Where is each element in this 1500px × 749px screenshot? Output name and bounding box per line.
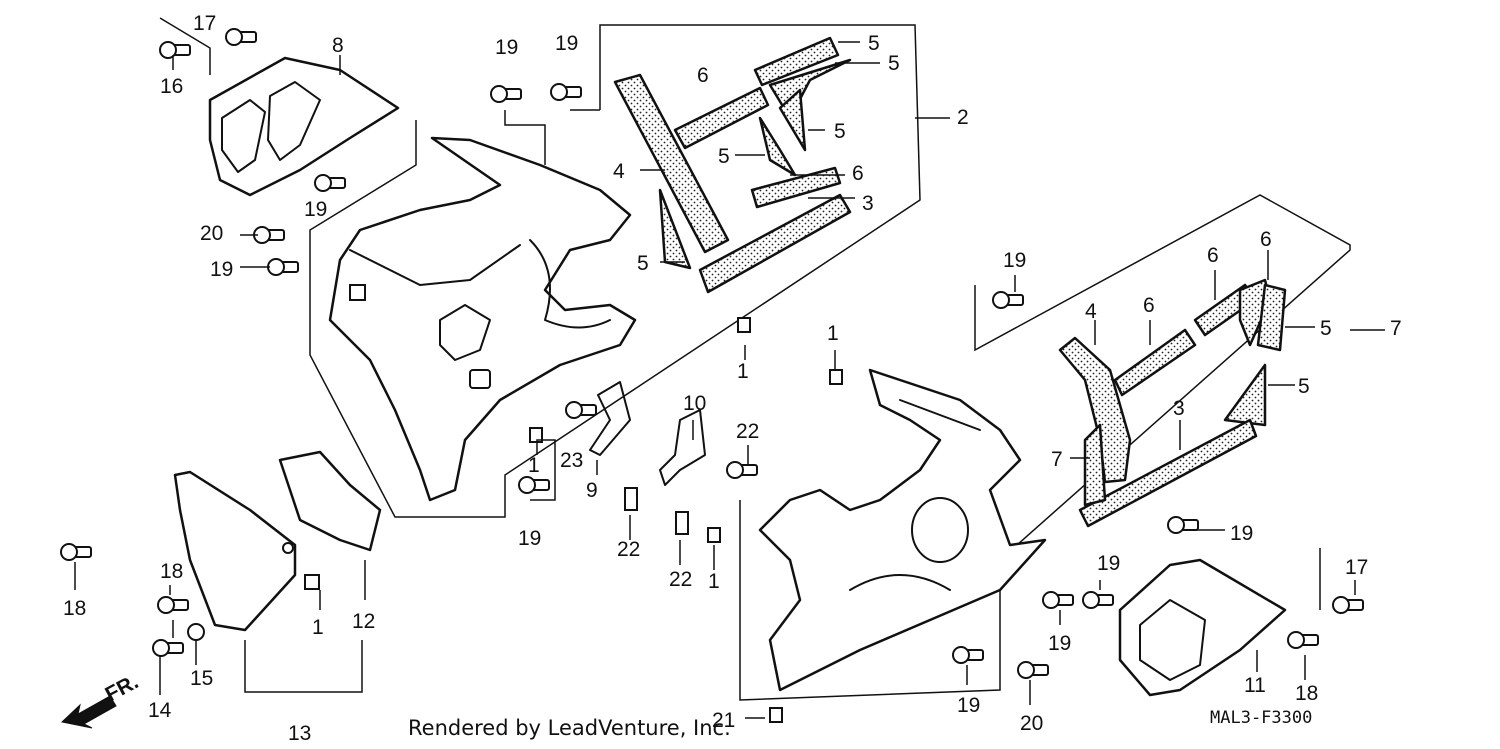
callout-number: 17 (1345, 556, 1368, 579)
callout-number: 19 (1230, 522, 1253, 545)
brackets (589, 381, 706, 486)
callout-number: 22 (736, 420, 759, 443)
callout-number: 19 (518, 527, 541, 550)
callout-number: 18 (160, 560, 183, 583)
callout-number: 7 (1051, 448, 1063, 471)
upper-fairing-right (1118, 558, 1287, 697)
callout-number: 13 (288, 722, 311, 745)
fasteners (60, 28, 1364, 723)
inner-panels (173, 450, 382, 632)
pads-right (1058, 278, 1287, 528)
callout-number: 19 (1097, 552, 1120, 575)
callout-number: 19 (304, 198, 327, 221)
callout-number: 14 (148, 699, 172, 722)
group-frame-14 (244, 640, 363, 693)
callout-number: 19 (495, 36, 518, 59)
callout-number: 22 (669, 568, 692, 591)
callout-number: 12 (352, 610, 375, 633)
callout-number: 5 (1298, 375, 1310, 398)
callout-number: 4 (1085, 300, 1097, 323)
callout-number: 6 (697, 64, 709, 87)
callout-number: 3 (1173, 397, 1185, 420)
callout-number: 19 (555, 32, 578, 55)
callout-number: 21 (712, 709, 735, 732)
callout-number: 17 (193, 12, 216, 35)
callout-number: 2 (957, 106, 969, 129)
callout-number: 5 (888, 52, 900, 75)
group-frame-left (309, 24, 921, 518)
front-arrow: FR. (60, 670, 142, 729)
callout-number: 19 (210, 258, 233, 281)
leader-lines (74, 17, 1356, 719)
callout-number: 15 (190, 667, 213, 690)
callout-number: 5 (868, 32, 880, 55)
callout-number: 5 (1320, 317, 1332, 340)
render-credit: Rendered by LeadVenture, Inc. (408, 716, 731, 740)
pads-left (613, 36, 852, 294)
callout-number: 19 (1048, 632, 1071, 655)
callout-number: 20 (200, 222, 223, 245)
callout-number: 6 (1207, 244, 1219, 267)
upper-fairing-left (208, 56, 400, 197)
callout-number: 5 (637, 252, 649, 275)
callout-number: 9 (586, 479, 598, 502)
callout-number: 1 (708, 570, 720, 593)
callout-number: 6 (1260, 228, 1272, 251)
callout-number: 5 (834, 120, 846, 143)
callout-number: 1 (528, 454, 540, 477)
callout-number: 10 (683, 392, 706, 415)
lower-cowl-left (328, 136, 637, 502)
callout-number: 4 (613, 160, 625, 183)
callout-number: 6 (1143, 294, 1155, 317)
callout-number: 1 (312, 616, 324, 639)
lower-cowl-right (758, 368, 1047, 692)
callout-number: 23 (560, 449, 583, 472)
callout-number: 18 (63, 597, 86, 620)
callout-number: 16 (160, 75, 183, 98)
callout-number: 19 (957, 694, 980, 717)
callout-number: 1 (737, 360, 749, 383)
callout-number: 19 (1003, 249, 1026, 272)
callout-number: 11 (1244, 674, 1266, 697)
callout-number: 7 (1390, 317, 1402, 340)
callout-number: 20 (1020, 712, 1043, 735)
callout-number: 18 (1295, 682, 1318, 705)
group-frame-right (739, 194, 1385, 701)
callout-number: 22 (617, 538, 640, 561)
diagram-code: MAL3-F3300 (1210, 708, 1313, 728)
callout-number: 5 (718, 145, 730, 168)
callout-number: 3 (862, 192, 874, 215)
callout-number: 8 (332, 34, 344, 57)
callout-number: 1 (827, 322, 839, 345)
callout-numbers: 1 1 1 1 1 2 3 3 4 4 5 5 5 5 5 5 5 6 6 6 … (63, 12, 1402, 745)
callout-number: 6 (852, 162, 864, 185)
